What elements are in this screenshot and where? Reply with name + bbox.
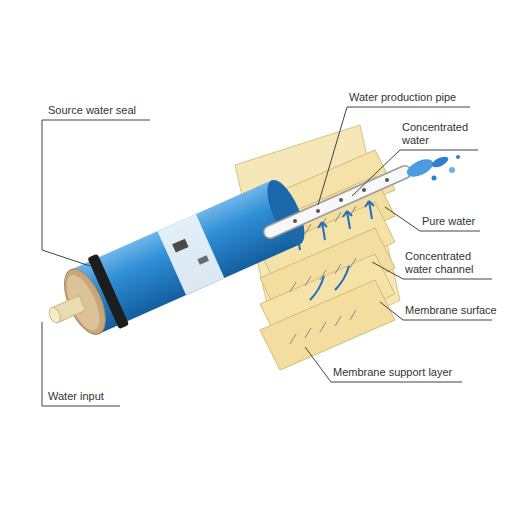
pipe-holes (293, 178, 389, 223)
membrane-housing (34, 171, 313, 352)
pipe-hole (362, 188, 366, 192)
leader-line (42, 322, 120, 406)
pipe-outline (270, 172, 405, 232)
leader-line (385, 207, 480, 231)
part-label: Source water seal (48, 104, 136, 117)
part-label: Membrane surface (405, 304, 497, 317)
flow-arrow (318, 222, 327, 240)
part-label: Water input (48, 390, 104, 403)
pipe-hole (385, 178, 389, 182)
production-pipe (270, 172, 405, 232)
flow-arrow (335, 266, 349, 290)
leader-lines (42, 107, 492, 406)
barcode-mark (172, 239, 188, 253)
splash-drop (432, 176, 437, 181)
part-label: Pure water (422, 215, 475, 228)
flow-arrow (310, 276, 324, 300)
mesh-mark (290, 310, 356, 344)
part-label: Concentrated water channel (405, 250, 490, 276)
splash-blob (430, 155, 450, 170)
product-band (157, 214, 224, 295)
flow-arrow (365, 201, 374, 219)
part-label: Membrane support layer (333, 366, 452, 379)
mesh-mark (290, 258, 356, 292)
flow-arrow (343, 211, 352, 229)
splash-drop (456, 155, 460, 159)
part-label: Water production pipe (349, 91, 456, 104)
housing-body (71, 180, 300, 333)
pipe-hole (316, 209, 320, 213)
part-label: Concentrated water (402, 121, 480, 147)
inlet-nozzle-end (47, 306, 63, 325)
pipe-hole (339, 198, 343, 202)
leader-line (305, 347, 462, 382)
leader-line (352, 150, 478, 196)
barcode-mark (197, 255, 209, 265)
leader-line (42, 120, 150, 266)
membrane-layer (260, 280, 395, 370)
splash-blob (404, 156, 435, 181)
water-splash (404, 155, 460, 181)
pipe-hole (293, 219, 297, 223)
splash-drop (449, 167, 455, 173)
